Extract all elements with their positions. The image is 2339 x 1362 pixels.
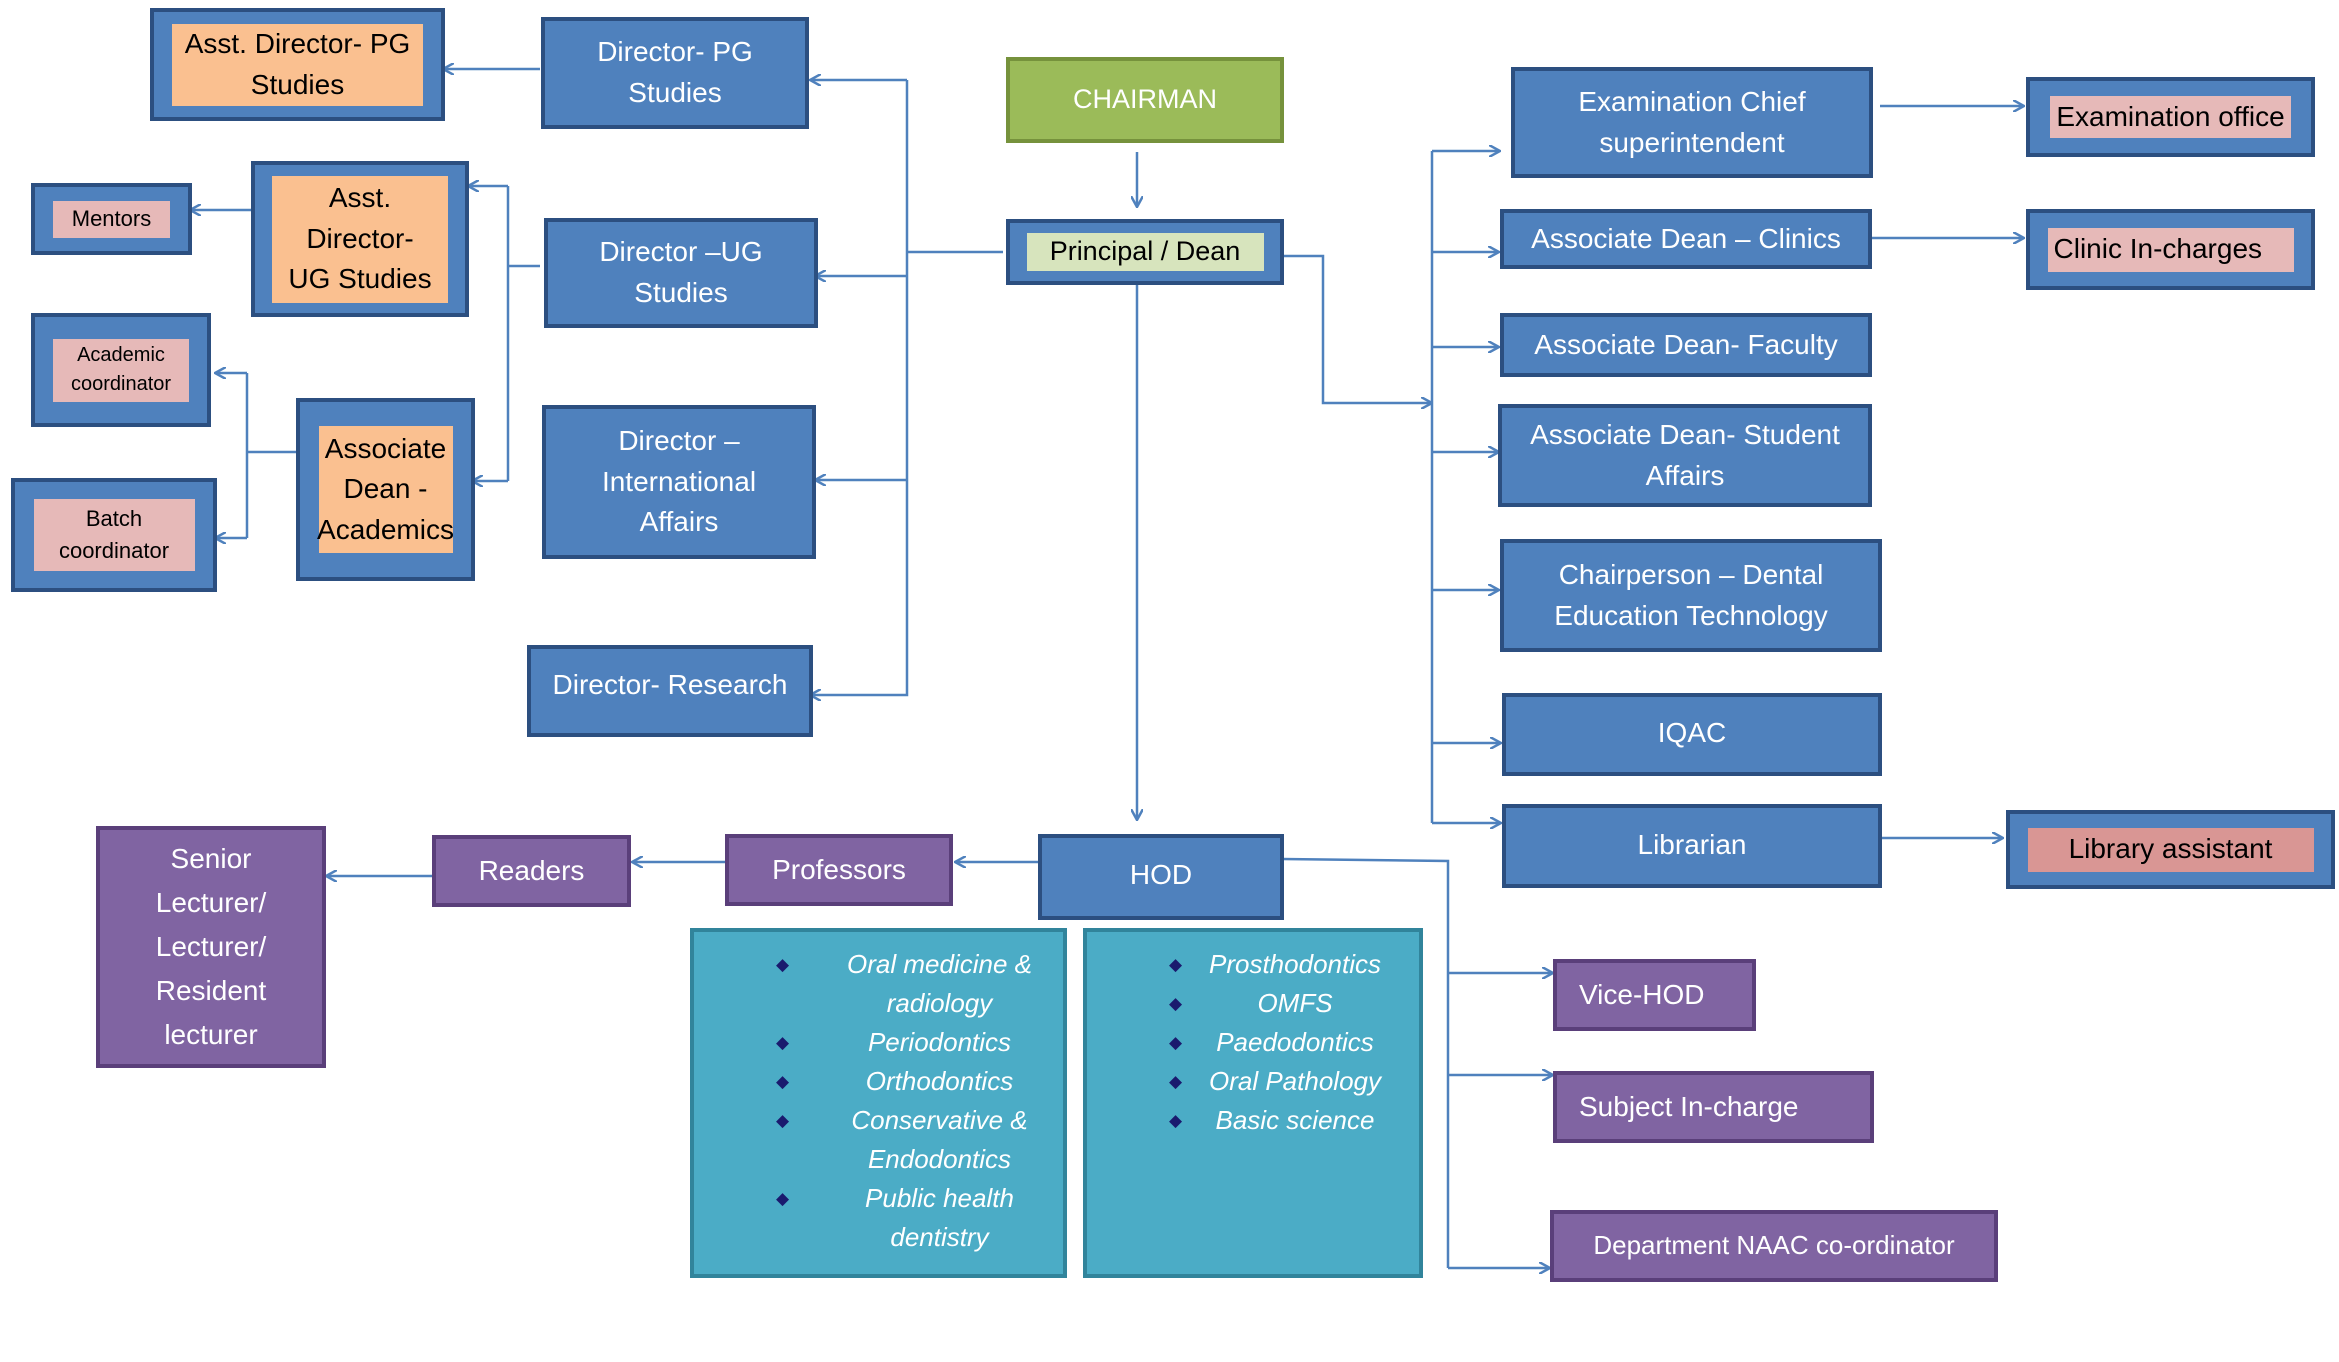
academic-coordinator-inner: Academic coordinator <box>53 338 189 402</box>
director-research-label: Director- Research <box>552 669 788 700</box>
batch-coordinator-label: Batch coordinator <box>58 506 170 563</box>
principal-dean-box: Principal / Dean <box>1006 219 1284 285</box>
hod-box: HOD <box>1038 834 1284 920</box>
chairman-box: CHAIRMAN <box>1006 57 1284 143</box>
director-pg-box: Director- PG Studies <box>541 17 809 129</box>
exam-office-label: Examination office <box>2056 100 2285 132</box>
librarian-label: Librarian <box>1637 829 1747 860</box>
departments-list-right: Prosthodontics OMFS Paedodontics Oral Pa… <box>1169 945 1381 1140</box>
hod-label: HOD <box>1129 859 1193 890</box>
librarian-box: Librarian <box>1502 804 1882 888</box>
department-item: OMFS <box>1169 984 1381 1023</box>
director-pg-label: Director- PG Studies <box>597 36 753 108</box>
departments-box-right: Prosthodontics OMFS Paedodontics Oral Pa… <box>1083 928 1423 1278</box>
batch-coordinator-inner: Batch coordinator <box>33 499 195 571</box>
department-item: Periodontics <box>776 1023 1063 1062</box>
exam-chief-label: Examination Chief superintendent <box>1578 85 1806 158</box>
departments-list-left: Oral medicine & radiology Periodontics O… <box>776 945 1063 1257</box>
assoc-dean-clinics-box: Associate Dean – Clinics <box>1500 209 1872 269</box>
principal-dean-label: Principal / Dean <box>1049 236 1241 267</box>
department-item: Public health dentistry <box>776 1179 1063 1257</box>
library-assistant-box: Library assistant <box>2006 810 2335 889</box>
academic-coordinator-box: Academic coordinator <box>31 313 211 427</box>
readers-box: Readers <box>432 835 631 907</box>
readers-label: Readers <box>478 854 585 886</box>
asst-director-pg-inner: Asst. Director- PG Studies <box>172 23 423 106</box>
senior-lecturer-label: Senior Lecturer/ Lecturer/ Resident lect… <box>155 843 267 1050</box>
departments-box-left: Oral medicine & radiology Periodontics O… <box>690 928 1067 1278</box>
subject-incharge-label: Subject In-charge <box>1579 1090 1799 1122</box>
department-item: Oral Pathology <box>1169 1062 1381 1101</box>
assoc-dean-clinics-label: Associate Dean – Clinics <box>1531 222 1841 254</box>
professors-box: Professors <box>725 834 953 906</box>
professors-label: Professors <box>772 853 906 885</box>
mentors-label: Mentors <box>71 206 152 232</box>
assoc-dean-student-label: Associate Dean- Student Affairs <box>1530 418 1840 491</box>
exam-chief-box: Examination Chief superintendent <box>1511 67 1873 178</box>
department-item: Oral medicine & radiology <box>776 945 1063 1023</box>
vice-hod-box: Vice-HOD <box>1553 959 1756 1031</box>
associate-dean-academics-label: Associate Dean - Academics <box>317 432 454 545</box>
department-item: Conservative & Endodontics <box>776 1101 1063 1179</box>
associate-dean-academics-box: Associate Dean - Academics <box>296 398 475 581</box>
department-item: Orthodontics <box>776 1062 1063 1101</box>
senior-lecturer-box: Senior Lecturer/ Lecturer/ Resident lect… <box>96 826 326 1068</box>
director-ug-label: Director –UG Studies <box>599 236 763 308</box>
chairperson-det-box: Chairperson – Dental Education Technolog… <box>1500 539 1882 652</box>
vice-hod-label: Vice-HOD <box>1579 978 1705 1010</box>
asst-director-ug-inner: Asst. Director- UG Studies <box>272 175 448 303</box>
dept-naac-box: Department NAAC co-ordinator <box>1550 1210 1998 1282</box>
asst-director-pg-box: Asst. Director- PG Studies <box>150 8 445 121</box>
subject-incharge-box: Subject In-charge <box>1553 1071 1874 1143</box>
library-assistant-inner: Library assistant <box>2027 827 2314 872</box>
assoc-dean-faculty-label: Associate Dean- Faculty <box>1534 328 1838 360</box>
clinic-incharges-box: Clinic In-charges <box>2026 209 2315 290</box>
principal-dean-inner: Principal / Dean <box>1026 233 1264 271</box>
assoc-dean-student-box: Associate Dean- Student Affairs <box>1498 404 1872 507</box>
director-international-box: Director – International Affairs <box>542 405 816 559</box>
chairman-label: CHAIRMAN <box>1072 84 1217 115</box>
iqac-label: IQAC <box>1657 717 1727 748</box>
academic-coordinator-label: Academic coordinator <box>70 344 172 395</box>
dept-naac-label: Department NAAC co-ordinator <box>1593 1230 1955 1261</box>
clinic-incharges-inner: Clinic In-charges <box>2047 227 2294 272</box>
director-ug-box: Director –UG Studies <box>544 218 818 328</box>
chairperson-det-label: Chairperson – Dental Education Technolog… <box>1554 558 1828 631</box>
asst-director-ug-label: Asst. Director- UG Studies <box>288 182 432 295</box>
exam-office-box: Examination office <box>2026 77 2315 157</box>
clinic-incharges-label: Clinic In-charges <box>2053 233 2263 265</box>
asst-director-pg-label: Asst. Director- PG Studies <box>184 27 411 100</box>
iqac-box: IQAC <box>1502 693 1882 776</box>
exam-office-inner: Examination office <box>2050 96 2291 138</box>
batch-coordinator-box: Batch coordinator <box>11 478 217 592</box>
asst-director-ug-box: Asst. Director- UG Studies <box>251 161 469 317</box>
mentors-box: Mentors <box>31 183 192 255</box>
department-item: Prosthodontics <box>1169 945 1381 984</box>
associate-dean-academics-inner: Associate Dean - Academics <box>317 426 454 553</box>
library-assistant-label: Library assistant <box>2068 833 2273 865</box>
department-item: Paedodontics <box>1169 1023 1381 1062</box>
mentors-inner: Mentors <box>53 200 170 238</box>
assoc-dean-faculty-box: Associate Dean- Faculty <box>1500 313 1872 377</box>
director-research-box: Director- Research <box>527 645 813 737</box>
director-international-label: Director – International Affairs <box>601 425 757 538</box>
department-item: Basic science <box>1169 1101 1381 1140</box>
